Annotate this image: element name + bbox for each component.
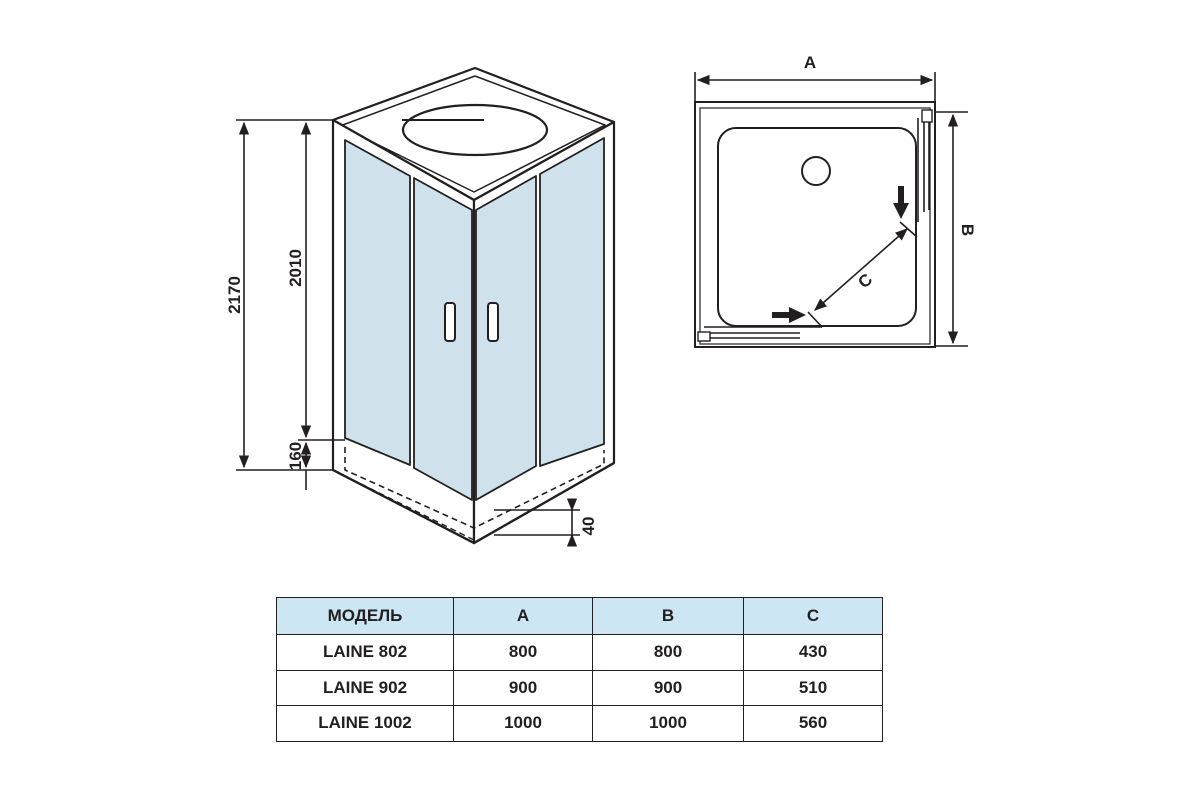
overhead-shower: [401, 103, 549, 157]
arrow-right-head: [789, 307, 806, 323]
front-dimensions: [236, 119, 580, 547]
glass-right-outer: [539, 137, 605, 467]
header-b: B: [592, 597, 744, 635]
header-model: МОДЕЛЬ: [276, 597, 454, 635]
dim-tray-lip: 40: [579, 517, 598, 536]
door-arrows: [772, 186, 909, 323]
cell-c: 560: [743, 705, 883, 742]
arrow-down-shaft: [898, 186, 904, 204]
cell-b: 1000: [592, 705, 744, 742]
cell-model: LAINE 802: [276, 634, 454, 671]
table-row: LAINE 802 800 800 430: [276, 634, 883, 671]
cell-a: 900: [453, 669, 593, 706]
dim-tray-height: 160: [286, 442, 305, 470]
cell-c: 510: [743, 669, 883, 706]
glass-left-outer: [344, 139, 411, 466]
cabin-front-view: [331, 66, 616, 545]
header-a: A: [453, 597, 593, 635]
cell-a: 800: [453, 634, 593, 671]
cell-a: 1000: [453, 705, 593, 742]
cell-model: LAINE 902: [276, 669, 454, 706]
plan-dimensions: [694, 72, 968, 347]
header-c: C: [743, 597, 883, 635]
model-dimensions-table: МОДЕЛЬ A B C LAINE 802 800 800 430 LAINE…: [276, 597, 883, 742]
glass-left-door: [413, 177, 473, 501]
cell-b: 800: [592, 634, 744, 671]
door-handle-left: [444, 302, 456, 342]
table-row: LAINE 1002 1000 1000 560: [276, 705, 883, 742]
plan-drain: [801, 156, 831, 186]
table-row: LAINE 902 900 900 510: [276, 669, 883, 706]
door-handle-right: [487, 302, 499, 342]
dim-total-height: 2170: [225, 276, 244, 314]
cabin-plan-view: [694, 101, 936, 348]
table-header-row: МОДЕЛЬ A B C: [276, 597, 883, 635]
plan-label-a: A: [804, 53, 816, 72]
plan-label-b: B: [958, 224, 977, 236]
glass-right-door: [475, 175, 537, 501]
arrow-right-shaft: [772, 312, 790, 318]
cell-model: LAINE 1002: [276, 705, 454, 742]
dim-panel-height: 2010: [286, 249, 305, 287]
cell-c: 430: [743, 634, 883, 671]
arrow-down-head: [893, 203, 909, 219]
cell-b: 900: [592, 669, 744, 706]
